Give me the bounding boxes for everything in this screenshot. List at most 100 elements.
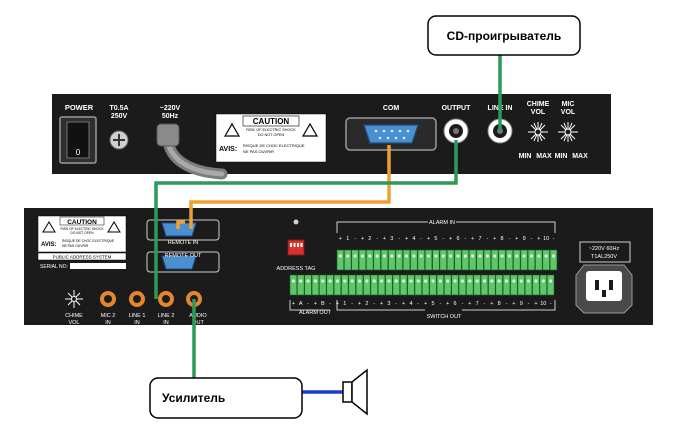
power-switch-rocker xyxy=(66,121,90,159)
alarm-in-terminal[interactable] xyxy=(498,249,506,271)
switch-out-terminal[interactable] xyxy=(399,274,408,296)
switch-out-terminal-label: - xyxy=(506,301,508,307)
switch-out-terminal[interactable] xyxy=(502,274,511,296)
alarm-in-terminal[interactable] xyxy=(344,249,352,271)
alarm-in-terminal-label: + xyxy=(339,236,342,242)
switch-out-terminal[interactable] xyxy=(517,274,525,296)
chime-vol-knob-icon[interactable] xyxy=(528,122,548,142)
alarm-in-terminal[interactable] xyxy=(461,249,470,271)
alarm-in-terminal[interactable] xyxy=(542,249,550,271)
alarm-in-terminal[interactable] xyxy=(351,249,359,271)
alarm-in-terminal[interactable] xyxy=(366,249,374,271)
com-db9-port[interactable] xyxy=(363,124,419,144)
switch-out-terminal[interactable] xyxy=(421,274,430,296)
switch-out-terminal[interactable] xyxy=(407,274,415,296)
switch-out-terminal[interactable] xyxy=(311,274,320,296)
switch-out-terminal[interactable] xyxy=(480,274,489,296)
jack-label: IN xyxy=(163,320,169,326)
terminal-screw-icon xyxy=(431,279,435,283)
switch-out-terminal[interactable] xyxy=(289,274,298,296)
alarm-in-terminal[interactable] xyxy=(388,249,396,271)
alarm-in-terminal[interactable] xyxy=(476,249,484,271)
switch-out-terminal[interactable] xyxy=(539,274,547,296)
switch-out-terminal[interactable] xyxy=(363,274,371,296)
output-to-line2-cable xyxy=(154,140,458,299)
alarm-in-terminal[interactable] xyxy=(417,249,425,271)
alarm-in-terminal[interactable] xyxy=(424,249,433,271)
switch-out-terminal[interactable] xyxy=(466,274,474,296)
jack-mic2[interactable] xyxy=(100,291,116,307)
switch-out-terminal-label: 2 xyxy=(365,301,368,307)
jack-line2[interactable] xyxy=(158,291,174,307)
switch-out-terminal[interactable] xyxy=(385,274,393,296)
alarm-in-terminal[interactable] xyxy=(520,249,528,271)
alarm-in-terminal[interactable] xyxy=(358,249,367,271)
terminal-screw-icon xyxy=(321,279,325,283)
alarm-in-terminal[interactable] xyxy=(491,249,499,271)
warning-triangle-icon xyxy=(301,122,319,137)
switch-out-terminal-label: - xyxy=(329,301,331,307)
terminal-screw-icon xyxy=(299,279,303,283)
switch-out-terminal[interactable] xyxy=(348,274,356,296)
mic-max-label: MAX xyxy=(572,153,588,160)
mic-vol-knob-icon[interactable] xyxy=(558,122,578,142)
alarm-in-terminal[interactable] xyxy=(439,249,447,271)
alarm-in-terminal[interactable] xyxy=(402,249,411,271)
switch-out-terminal[interactable] xyxy=(326,274,334,296)
switch-out-terminal[interactable] xyxy=(510,274,518,296)
switch-out-terminal[interactable] xyxy=(524,274,533,296)
jack-label: IN xyxy=(105,320,111,326)
switch-out-terminal[interactable] xyxy=(370,274,378,296)
alarm-in-terminal[interactable] xyxy=(380,249,389,271)
switch-out-terminal[interactable] xyxy=(304,274,312,296)
terminal-screw-icon xyxy=(438,279,442,283)
alarm-in-terminal[interactable] xyxy=(336,249,345,271)
switch-out-terminal[interactable] xyxy=(495,274,503,296)
switch-out-terminal-label: A xyxy=(299,301,303,307)
switch-out-terminal[interactable] xyxy=(473,274,481,296)
switch-out-terminal[interactable] xyxy=(297,274,305,296)
amplifier-callout: Усилитель xyxy=(149,377,303,419)
alarm-in-terminal[interactable] xyxy=(432,249,440,271)
switch-out-terminal-label: - xyxy=(417,301,419,307)
alarm-in-terminal[interactable] xyxy=(468,249,477,271)
alarm-in-terminal[interactable] xyxy=(446,249,455,271)
switch-out-terminal[interactable] xyxy=(546,274,555,296)
alarm-in-terminal[interactable] xyxy=(373,249,381,271)
alarm-in-terminal-label: 10 xyxy=(543,236,549,242)
switch-out-terminal[interactable] xyxy=(488,274,496,296)
switch-out-terminal[interactable] xyxy=(355,274,364,296)
alarm-in-terminal[interactable] xyxy=(483,249,492,271)
switch-out-terminal[interactable] xyxy=(458,274,467,296)
alarm-in-terminal[interactable] xyxy=(454,249,462,271)
address-dip-switch[interactable] xyxy=(287,239,305,256)
alarm-in-terminal[interactable] xyxy=(527,249,536,271)
alarm-in-terminal[interactable] xyxy=(395,249,403,271)
switch-out-terminal[interactable] xyxy=(377,274,386,296)
alarm-in-terminal[interactable] xyxy=(505,249,514,271)
alarm-in-terminal-label: 5 xyxy=(434,236,437,242)
switch-out-terminal[interactable] xyxy=(414,274,423,296)
switch-out-terminal[interactable] xyxy=(436,274,445,296)
switch-out-terminal[interactable] xyxy=(392,274,400,296)
remote-out-db9-port[interactable] xyxy=(161,255,197,270)
alarm-in-terminal[interactable] xyxy=(549,249,558,271)
alarm-in-terminal[interactable] xyxy=(535,249,543,271)
switch-out-terminal[interactable] xyxy=(444,274,452,296)
alarm-in-terminal[interactable] xyxy=(513,249,521,271)
switch-out-terminal[interactable] xyxy=(333,274,342,296)
switch-out-terminal[interactable] xyxy=(319,274,327,296)
switch-out-terminal[interactable] xyxy=(429,274,437,296)
alarm-out-label: ALARM OUT xyxy=(299,310,332,316)
jack-line1[interactable] xyxy=(129,291,145,307)
alarm-in-terminal-label: + xyxy=(537,236,540,242)
switch-out-terminal[interactable] xyxy=(532,274,540,296)
switch-out-terminal[interactable] xyxy=(341,274,349,296)
cd-player-callout: CD-проигрыватель xyxy=(427,15,581,56)
switch-out-terminal[interactable] xyxy=(451,274,459,296)
speaker-icon xyxy=(342,368,368,416)
terminal-screw-icon xyxy=(519,279,523,283)
alarm-in-terminal[interactable] xyxy=(410,249,418,271)
chime-vol-knob-icon[interactable] xyxy=(65,290,83,308)
terminal-screw-icon xyxy=(549,279,553,283)
